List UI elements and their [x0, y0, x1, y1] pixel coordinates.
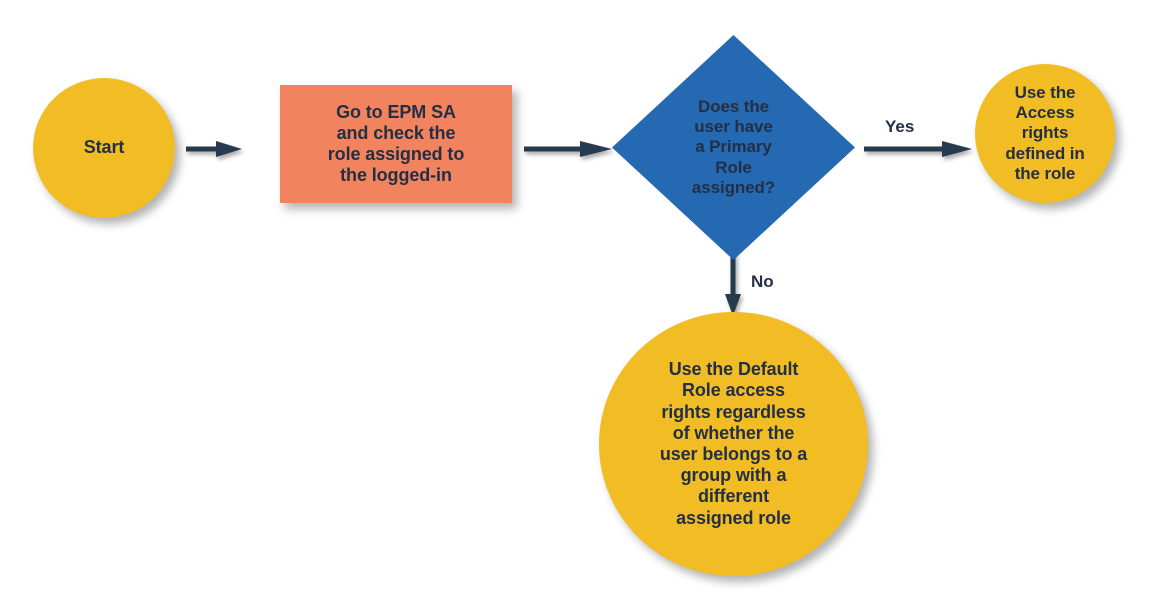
node-default-role[interactable]: Use the Default Role access rights regar… — [599, 312, 868, 576]
edge-label-yes: Yes — [885, 117, 915, 136]
connector-decision-to-default-role — [722, 252, 746, 320]
node-start[interactable]: Start — [33, 78, 175, 218]
node-use-role[interactable]: Use the Access rights defined in the rol… — [975, 64, 1115, 203]
node-default-role-label: Use the Default Role access rights regar… — [659, 359, 808, 528]
node-start-label: Start — [83, 137, 125, 158]
connector-decision-to-use-role — [864, 138, 984, 160]
node-check-role-label: Go to EPM SA and check the role assigned… — [327, 101, 465, 186]
edge-label-no: No — [751, 272, 774, 291]
connector-check-role-to-decision — [524, 138, 636, 160]
node-decision-label: Does the user have a Primary Role assign… — [691, 97, 776, 197]
node-decision[interactable]: Does the user have a Primary Role assign… — [612, 35, 855, 260]
node-use-role-label: Use the Access rights defined in the rol… — [1005, 83, 1085, 183]
connector-start-to-check-role — [186, 138, 298, 160]
node-check-role[interactable]: Go to EPM SA and check the role assigned… — [280, 85, 512, 203]
